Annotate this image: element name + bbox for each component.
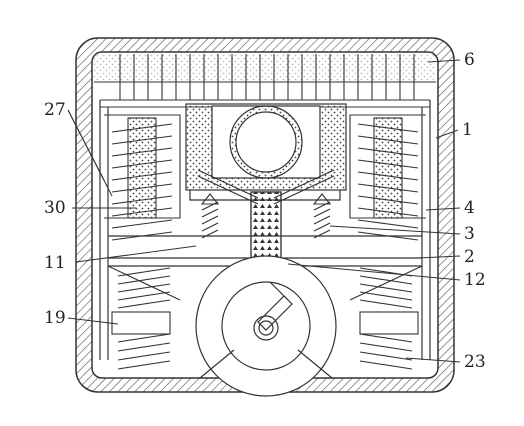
stroke: [359, 360, 413, 370]
stroke: [359, 283, 413, 293]
stroke: [201, 208, 219, 218]
stroke: [117, 275, 171, 285]
stroke: [111, 219, 173, 229]
stroke: [117, 342, 171, 352]
stroke: [117, 283, 171, 293]
crank-assembly: [195, 255, 337, 397]
lower-dampers: [107, 265, 423, 370]
label-3: 3: [464, 224, 475, 244]
stroke: [111, 123, 173, 133]
stroke: [111, 159, 173, 169]
label-27: 27: [44, 100, 66, 120]
stroke: [357, 219, 419, 229]
stroke: [359, 291, 413, 301]
stroke: [111, 207, 173, 217]
label-1: 1: [462, 120, 473, 140]
stroke: [357, 183, 419, 193]
stroke: [357, 147, 419, 157]
stroke: [117, 291, 171, 301]
stroke: [111, 147, 173, 157]
label-12: 12: [464, 270, 486, 290]
stroke: [201, 215, 219, 225]
stroke: [359, 351, 413, 361]
label-19: 19: [44, 308, 66, 328]
stroke: [117, 333, 171, 343]
filter-box: [185, 103, 347, 191]
small-springs: [200, 193, 332, 239]
stroke: [357, 135, 419, 145]
leader-lines: [67, 59, 461, 363]
central-piston: [250, 191, 282, 259]
stroke: [117, 299, 171, 309]
stroke: [357, 123, 419, 133]
stroke: [313, 201, 331, 211]
label-23: 23: [464, 352, 486, 372]
stroke: [359, 333, 413, 343]
stroke: [111, 183, 173, 193]
right-spring-column: [349, 114, 426, 241]
stroke: [357, 195, 419, 205]
stroke: [359, 342, 413, 352]
stroke: [313, 215, 331, 225]
stroke: [313, 222, 331, 232]
label-6: 6: [464, 50, 475, 70]
stroke: [313, 208, 331, 218]
label-4: 4: [464, 198, 475, 218]
left-spring-column: [104, 114, 181, 241]
stroke: [117, 351, 171, 361]
stroke: [111, 195, 173, 205]
stroke: [359, 275, 413, 285]
stroke: [117, 360, 171, 370]
stroke: [111, 171, 173, 181]
inner-frame: [99, 100, 431, 360]
label-2: 2: [464, 247, 475, 267]
stroke: [357, 207, 419, 217]
stroke: [201, 229, 219, 239]
stroke: [201, 222, 219, 232]
stroke: [313, 229, 331, 239]
label-11: 11: [44, 253, 66, 273]
stroke: [357, 159, 419, 169]
stroke: [201, 201, 219, 211]
label-30: 30: [44, 198, 66, 218]
stroke: [111, 135, 173, 145]
stroke: [359, 299, 413, 309]
stroke: [357, 171, 419, 181]
